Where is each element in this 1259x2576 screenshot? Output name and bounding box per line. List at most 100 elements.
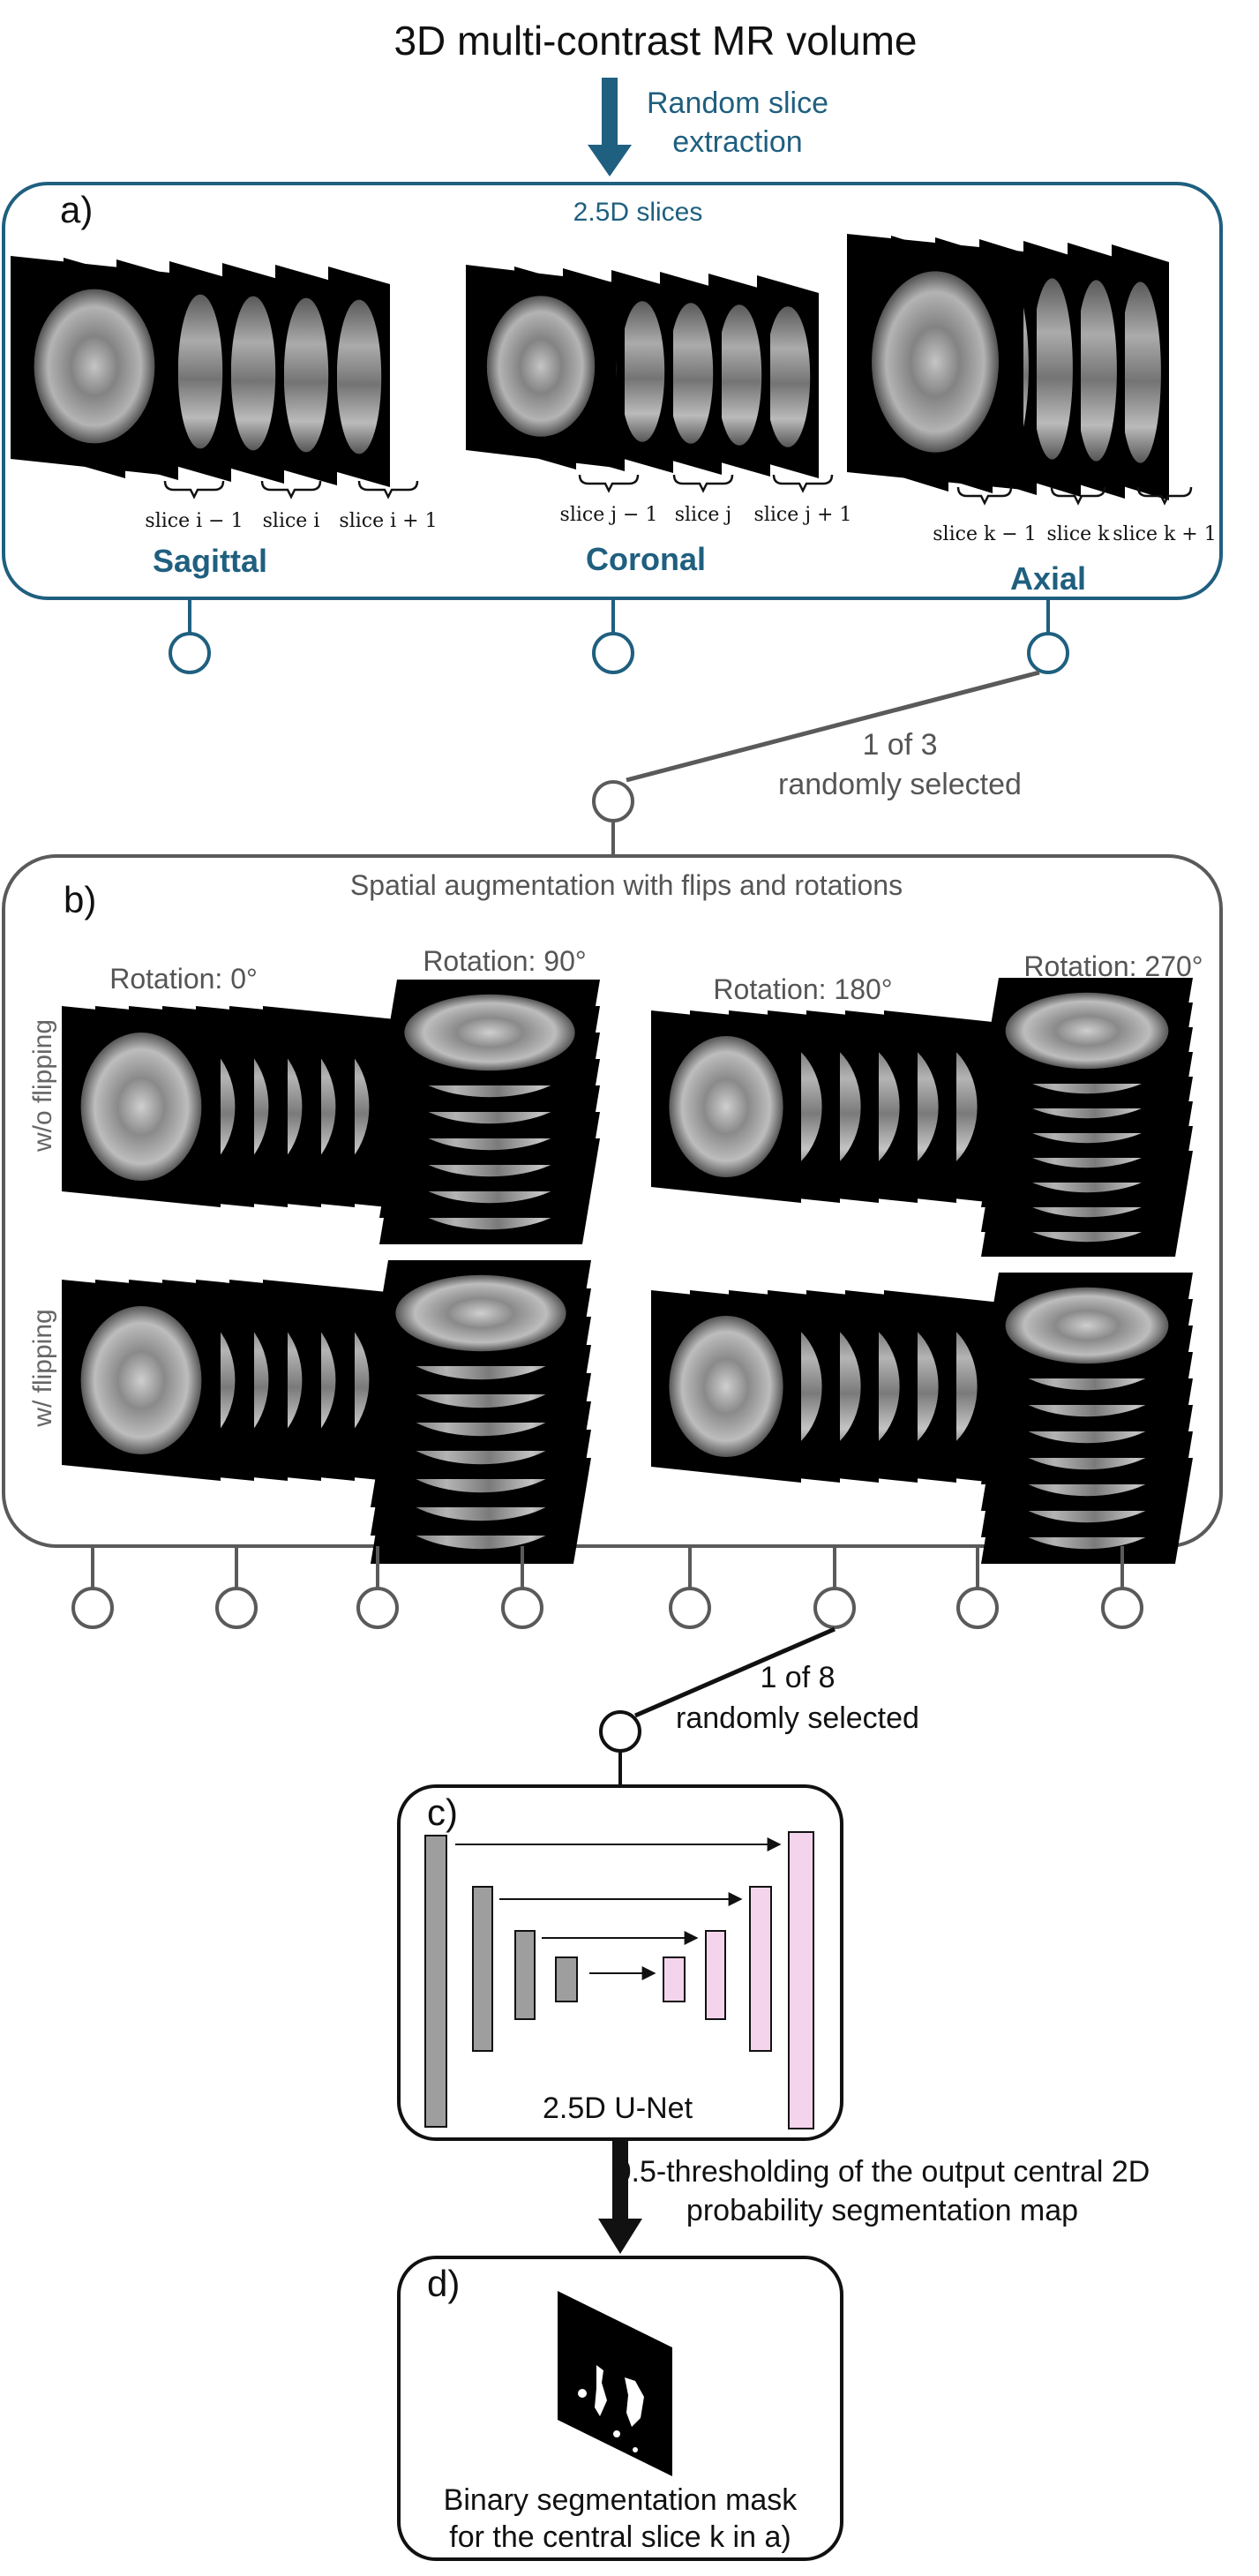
slice-bracket — [956, 486, 1013, 506]
view-name-sagittal: Sagittal — [153, 543, 267, 579]
selector-a-node — [592, 780, 634, 822]
selector-a-line1: 1 of 3 — [862, 728, 937, 762]
view-name-coronal: Coronal — [586, 541, 706, 577]
sagittal-slice-tissue — [230, 296, 276, 451]
axial-slice-tissue — [1075, 280, 1117, 462]
axial-slice-tissue — [1031, 278, 1073, 460]
decoder-block — [705, 1930, 726, 2020]
panel-d-caption-line1: Binary segmentation mask — [444, 2483, 798, 2517]
sagittal-slice-label-3: slice i + 1 — [339, 510, 437, 532]
sagittal-slice-tissue — [336, 299, 382, 454]
slice-bracket — [1136, 486, 1193, 506]
slice-bracket — [772, 474, 834, 493]
threshold-label-line2: probability segmentation map — [686, 2194, 1078, 2227]
encoder-block — [424, 1835, 447, 2128]
panel-d-caption-line2: for the central slice k in a) — [449, 2520, 791, 2554]
coronal-slice-label-1: slice j − 1 — [560, 504, 658, 526]
slice-brackets — [163, 474, 1193, 506]
figure-title: 3D multi-contrast MR volume — [393, 18, 917, 64]
augmented-slice-tissue — [669, 1316, 783, 1457]
binary-mask-image — [558, 2291, 672, 2476]
row-label-without-flip: w/o flipping — [28, 1019, 57, 1153]
rotation-label-0: Rotation: 0° — [109, 963, 258, 995]
decoder-block — [749, 1886, 772, 2052]
coronal-slice-label-2: slice j — [675, 504, 732, 526]
connector-node — [71, 1587, 114, 1629]
connector-node — [501, 1587, 543, 1629]
connector-node — [356, 1587, 399, 1629]
slice-bracket — [1050, 486, 1106, 506]
extraction-label-line1: Random slice — [647, 86, 828, 120]
extraction-arrow-shaft — [602, 78, 618, 146]
connector-node — [215, 1587, 258, 1629]
connector-node-sagittal — [169, 632, 211, 674]
threshold-arrow-head — [598, 2219, 642, 2254]
sagittal-slice-tissue — [34, 289, 155, 444]
connector-node-coronal — [592, 632, 634, 674]
coronal-slice-tissue — [486, 296, 596, 437]
connector-node — [813, 1587, 856, 1629]
panel-a-connectors — [169, 598, 1069, 674]
slice-bracket — [672, 474, 734, 493]
augmented-slice-tissue — [404, 994, 575, 1071]
extraction-label-line2: extraction — [672, 125, 802, 159]
augmented-slice-tissue — [1005, 992, 1169, 1070]
sagittal-slice-tissue — [283, 297, 329, 453]
extraction-arrow-head — [588, 145, 632, 176]
coronal-slice-tissue — [765, 306, 811, 447]
unet-architecture — [424, 1831, 814, 2129]
panel-c-label: c) — [427, 1791, 458, 1833]
slice-bracket — [260, 480, 322, 499]
connector-node — [956, 1587, 999, 1629]
rotation-label-270: Rotation: 270° — [1023, 950, 1203, 982]
sagittal-slice-label-2: slice i — [263, 510, 320, 532]
panel-a-header: 2.5D slices — [573, 198, 703, 227]
encoder-block — [472, 1886, 493, 2052]
sagittal-slice-stack — [11, 256, 390, 487]
augmented-slice-tissue — [669, 1036, 783, 1177]
panel-b-frame — [2, 854, 1223, 1548]
coronal-slice-tissue — [619, 301, 665, 442]
rotation-label-90: Rotation: 90° — [423, 945, 586, 977]
panel-d-frame — [397, 2256, 843, 2561]
panel-b-connectors — [71, 1546, 1143, 1629]
panel-a-label: a) — [60, 189, 93, 230]
augmented-slice-tissue — [395, 1274, 566, 1352]
coronal-slice-tissue — [668, 303, 714, 444]
decoder-block — [788, 1831, 814, 2129]
panel-b-label: b) — [64, 879, 96, 920]
selector-b-line1: 1 of 8 — [760, 1661, 835, 1694]
connector-node — [1101, 1587, 1143, 1629]
augmentation-stacks — [62, 978, 1193, 1564]
selector-a-link — [626, 670, 1040, 783]
selector-b-line2: randomly selected — [676, 1701, 919, 1735]
view-name-axial: Axial — [1010, 560, 1086, 597]
sagittal-slice-tissue — [177, 294, 223, 449]
axial-slice-label-2: slice k — [1046, 523, 1110, 545]
augmented-slice-tissue — [80, 1306, 202, 1454]
coronal-slice-label-3: slice j + 1 — [754, 504, 852, 526]
slice-bracket — [357, 480, 419, 499]
axial-slice-tissue — [872, 271, 999, 453]
encoder-block — [514, 1930, 536, 2020]
threshold-label-line1: 0.5-thresholding of the output central 2… — [615, 2155, 1150, 2189]
rotation-label-180: Rotation: 180° — [713, 973, 892, 1005]
panel-b-header: Spatial augmentation with flips and rota… — [350, 869, 903, 901]
connector-node-axial — [1027, 632, 1069, 674]
panel-c-frame — [397, 1784, 843, 2141]
sagittal-slice-label-1: slice i − 1 — [145, 510, 243, 532]
row-label-with-flip: w/ flipping — [28, 1309, 57, 1427]
panel-c-caption: 2.5D U-Net — [543, 2092, 693, 2125]
selector-b-link — [634, 1626, 836, 1718]
axial-slice-tissue — [1120, 282, 1161, 463]
augmented-slice-tissue — [80, 1033, 202, 1181]
augmented-slice-tissue — [1005, 1287, 1169, 1364]
encoder-block — [555, 1956, 578, 2002]
coronal-slice-stack — [466, 265, 819, 478]
slice-bracket — [163, 480, 225, 499]
threshold-arrow-shaft — [612, 2139, 628, 2220]
axial-slice-label-1: slice k − 1 — [933, 523, 1036, 545]
axial-slice-stack — [847, 234, 1169, 500]
